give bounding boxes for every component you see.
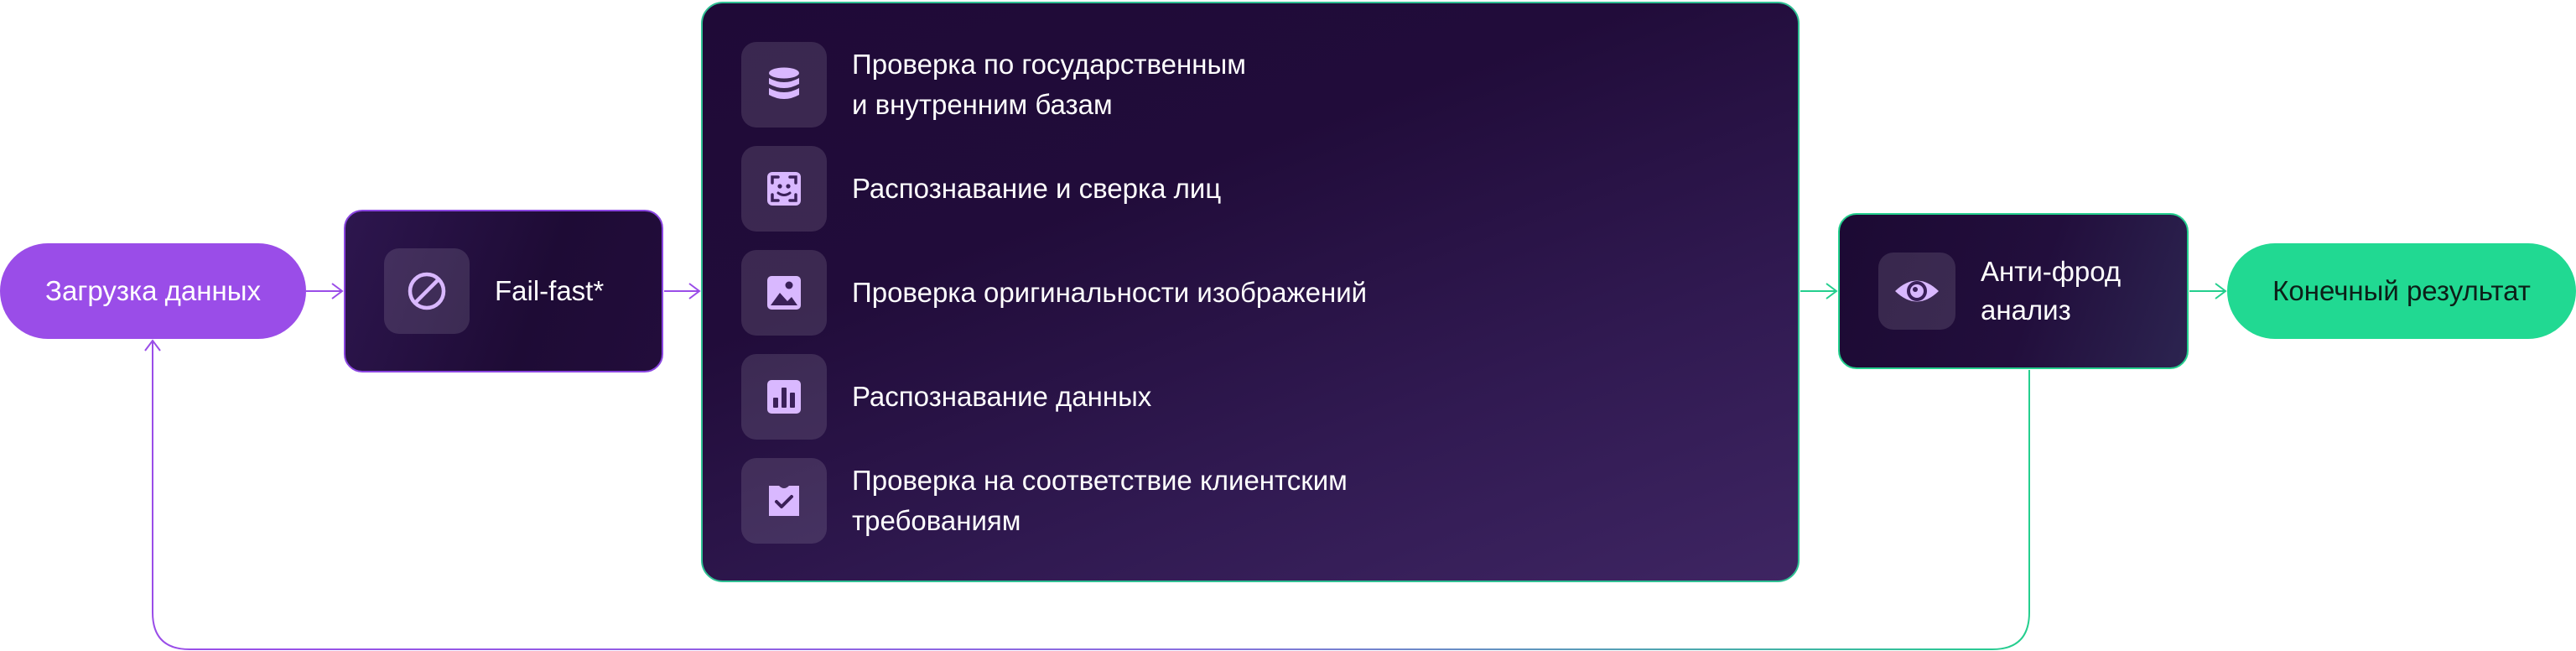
bar-chart-icon bbox=[767, 380, 801, 414]
arrow-start-to-failfast bbox=[306, 283, 344, 299]
check-item-face: Распознавание и сверка лиц bbox=[741, 146, 1221, 232]
prohibited-icon bbox=[408, 272, 446, 310]
start-node: Загрузка данных bbox=[0, 243, 306, 339]
check-icon-box bbox=[741, 250, 827, 336]
check-icon-box bbox=[741, 458, 827, 544]
database-icon bbox=[769, 67, 799, 99]
arrow-antifraud-to-end bbox=[2189, 283, 2227, 299]
check-icon-box bbox=[741, 146, 827, 232]
check-item-databases: Проверка по государственным и внутренним… bbox=[741, 42, 1246, 128]
antifraud-node: Анти-фрод анализ bbox=[1838, 213, 2189, 369]
antifraud-label: Анти-фрод анализ bbox=[1981, 256, 2122, 326]
antifraud-icon-box bbox=[1878, 253, 1955, 330]
end-label: Конечный результат bbox=[2272, 275, 2531, 306]
end-node: Конечный результат bbox=[2227, 243, 2576, 339]
check-icon-box bbox=[741, 42, 827, 128]
check-item-data: Распознавание данных bbox=[741, 354, 1151, 440]
check-item-requirements: Проверка на соответствие клиентским треб… bbox=[741, 458, 1348, 544]
feedback-loop-arrowhead bbox=[144, 339, 161, 352]
check-label: Проверка на соответствие клиентским треб… bbox=[852, 465, 1348, 536]
checklist-icon bbox=[769, 486, 799, 516]
face-scan-icon bbox=[767, 172, 801, 206]
check-icon-box bbox=[741, 354, 827, 440]
check-item-image: Проверка оригинальности изображений bbox=[741, 250, 1367, 336]
arrow-failfast-to-checks bbox=[664, 283, 701, 299]
check-label: Проверка оригинальности изображений bbox=[852, 277, 1368, 308]
check-label: Распознавание данных bbox=[852, 381, 1152, 412]
image-icon bbox=[767, 276, 801, 310]
failfast-node: Fail-fast* bbox=[344, 210, 663, 372]
checks-node: Проверка по государственным и внутренним… bbox=[701, 2, 1800, 582]
arrow-checks-to-antifraud bbox=[1800, 283, 1838, 299]
failfast-icon-box bbox=[384, 248, 470, 334]
eye-icon bbox=[1895, 280, 1939, 302]
check-label: Распознавание и сверка лиц bbox=[852, 173, 1222, 204]
failfast-label: Fail-fast* bbox=[495, 275, 605, 306]
check-label: Проверка по государственным и внутренним… bbox=[852, 49, 1246, 120]
start-label: Загрузка данных bbox=[45, 275, 261, 306]
